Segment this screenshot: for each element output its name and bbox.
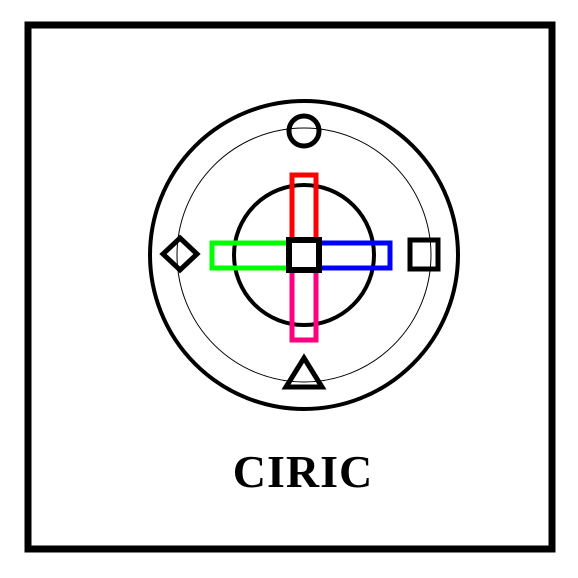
circle-icon <box>286 113 322 149</box>
emblem-caption: CIRIC <box>232 446 374 497</box>
inner-ring <box>232 183 376 327</box>
triangle-icon <box>281 353 327 390</box>
center-square-icon <box>286 237 322 273</box>
diamond-icon <box>159 234 201 274</box>
outer-frame <box>24 21 556 553</box>
middle-ring <box>176 127 432 383</box>
square-icon <box>407 237 441 272</box>
outer-ring <box>148 99 460 411</box>
